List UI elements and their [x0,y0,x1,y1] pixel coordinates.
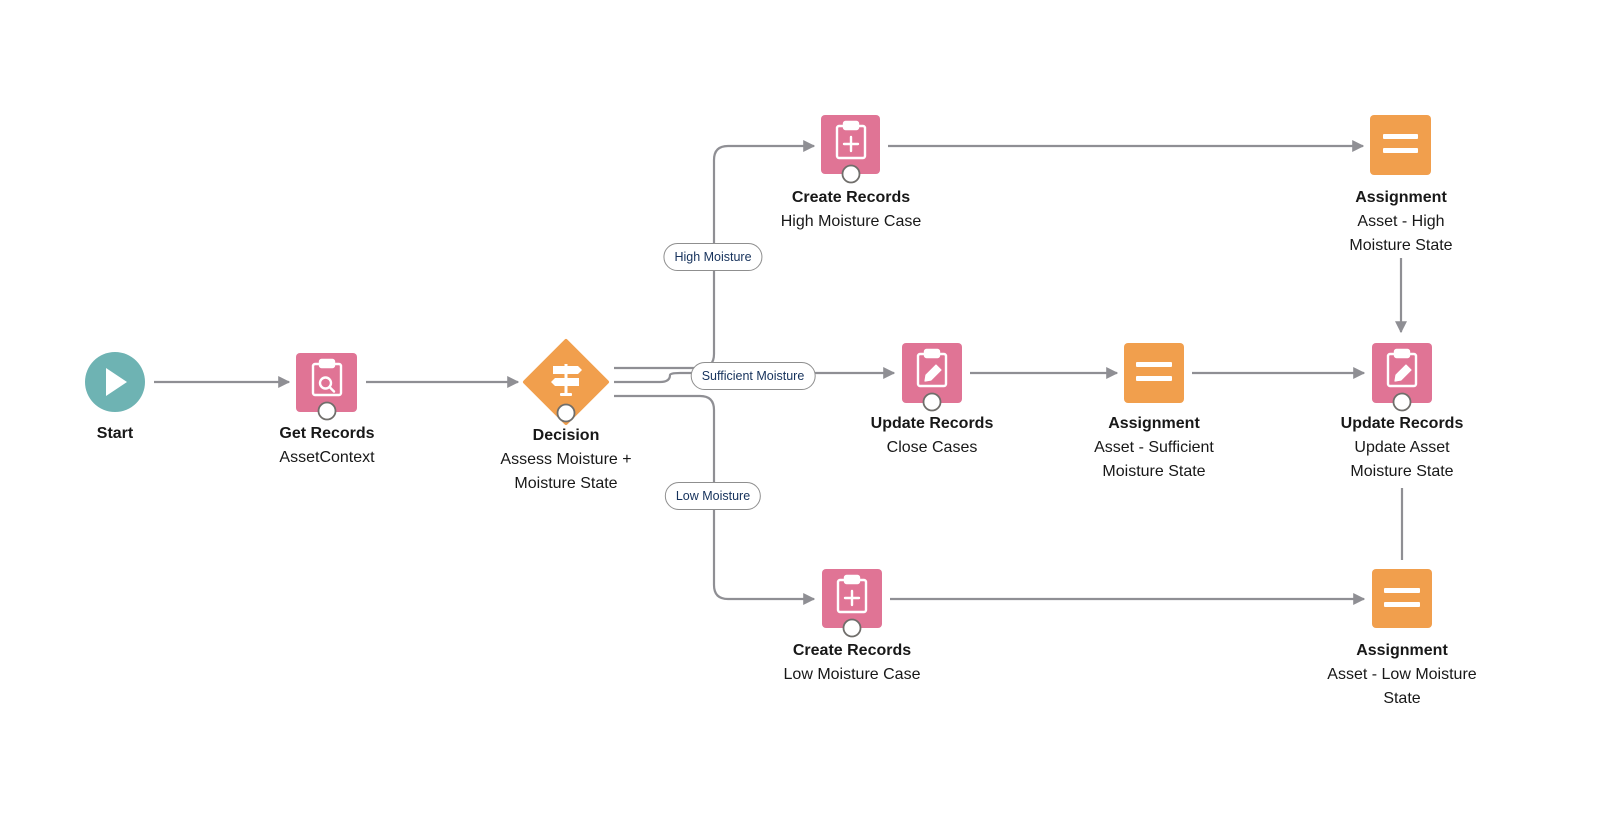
node-title: Get Records [279,425,375,442]
node-subtitle: Update Asset Moisture State [1350,439,1454,480]
node-title: Assignment [1355,189,1447,206]
assignment-low-label: Assignment Asset - Low Moisture State [1282,639,1522,711]
node-title: Decision [532,427,600,444]
assignment-low-node[interactable] [1372,569,1432,628]
start-node[interactable] [85,352,145,412]
node-connector-port[interactable] [922,392,942,412]
get-records-label: Get Records AssetContext [207,422,447,470]
create-records-high-label: Create Records High Moisture Case [731,186,971,234]
assignment-sufficient-label: Assignment Asset - Sufficient Moisture S… [1034,412,1274,484]
node-subtitle: Low Moisture Case [783,666,921,683]
play-icon [106,368,127,396]
create-records-high-node[interactable] [821,115,880,184]
update-records-asset-node[interactable] [1372,343,1432,412]
signpost-icon [551,364,582,396]
clipboard-edit-icon [916,348,948,388]
update-records-close-label: Update Records Close Cases [812,412,1052,460]
clipboard-plus-icon [836,574,868,614]
clipboard-plus-icon [835,120,867,160]
decision-node[interactable] [523,339,609,425]
node-title: Assignment [1108,415,1200,432]
node-subtitle: Assess Moisture + Moisture State [500,451,632,492]
node-title: Create Records [792,642,912,659]
connector-decision-sufficient-moisture[interactable] [614,367,896,384]
outcome-label-sufficient-moisture[interactable]: Sufficient Moisture [690,362,816,390]
node-title: Assignment [1356,642,1448,659]
node-connector-port[interactable] [842,618,862,638]
node-title: Update Records [1340,415,1464,432]
node-connector-port[interactable] [1392,392,1412,412]
node-subtitle: AssetContext [279,449,375,466]
node-subtitle: Asset - Low Moisture State [1327,666,1477,707]
node-title: Update Records [870,415,994,432]
node-subtitle: High Moisture Case [780,213,922,230]
outcome-label-high-moisture[interactable]: High Moisture [663,243,763,271]
node-subtitle: Close Cases [886,439,978,456]
outcome-label-low-moisture[interactable]: Low Moisture [664,482,762,510]
equals-icon [1136,362,1172,381]
decision-label: Decision Assess Moisture + Moisture Stat… [446,424,686,496]
update-records-asset-label: Update Records Update Asset Moisture Sta… [1282,412,1522,484]
node-title: Start [96,425,134,442]
create-records-low-node[interactable] [822,569,882,638]
equals-icon [1383,134,1418,153]
assignment-high-label: Assignment Asset - High Moisture State [1281,186,1521,258]
assignment-sufficient-node[interactable] [1124,343,1184,403]
node-connector-port[interactable] [317,401,337,421]
node-connector-port[interactable] [841,164,861,184]
node-subtitle: Asset - Sufficient Moisture State [1094,439,1214,480]
node-title: Create Records [791,189,911,206]
clipboard-edit-icon [1386,348,1418,388]
assignment-high-node[interactable] [1370,115,1431,175]
get-records-node[interactable] [296,353,357,421]
equals-icon [1384,588,1420,607]
create-records-low-label: Create Records Low Moisture Case [732,639,972,687]
start-label: Start [0,422,235,446]
update-records-close-node[interactable] [902,343,962,412]
node-subtitle: Asset - High Moisture State [1349,213,1453,254]
clipboard-search-icon [311,358,343,397]
node-connector-port[interactable] [556,403,576,423]
